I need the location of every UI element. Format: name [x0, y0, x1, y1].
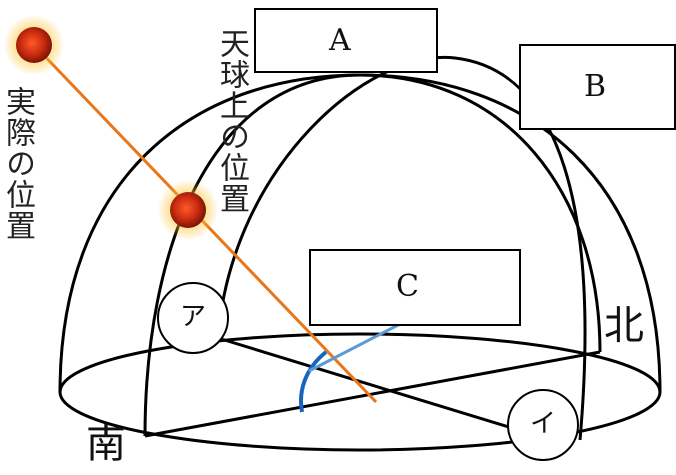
marker-i-label: イ: [530, 409, 557, 439]
north-label: 北: [604, 303, 644, 349]
box-b-label: B: [584, 69, 607, 104]
box-a-label: A: [329, 23, 351, 58]
south-label: 南: [86, 421, 126, 467]
meridian-arc: [143, 73, 602, 437]
box-a[interactable]: [254, 8, 438, 73]
box-c-label: C: [396, 269, 419, 304]
sun-path-arc: [216, 55, 587, 441]
altitude-angle-arc: [299, 350, 328, 413]
marker-i-circle[interactable]: [507, 389, 579, 461]
box-c-leader-line: [308, 320, 405, 373]
box-c[interactable]: [309, 249, 521, 326]
east-west-line: [217, 336, 539, 438]
actual-sun-icon: [4, 15, 64, 75]
celestial-position-label: 天球上の位置: [214, 28, 249, 214]
marker-a-circle[interactable]: [157, 282, 229, 354]
celestial-sun-icon: [158, 180, 218, 240]
box-b[interactable]: [519, 44, 676, 130]
actual-position-label: 実際の位置: [0, 86, 35, 241]
marker-a-label: ア: [180, 302, 207, 332]
south-north-line: [144, 350, 601, 438]
